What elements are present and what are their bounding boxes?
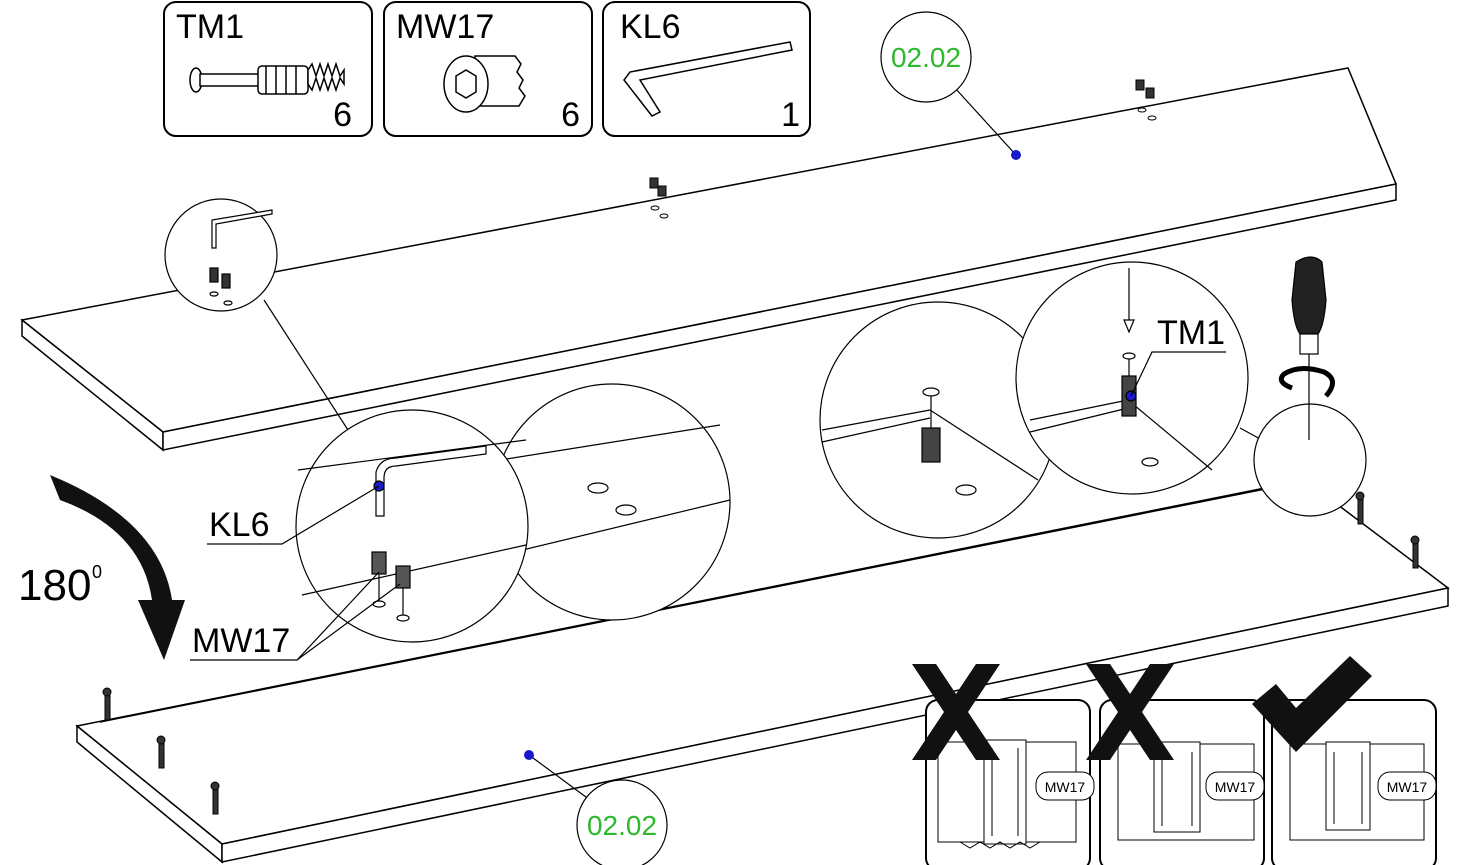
part-qty-tm1: 6 xyxy=(333,96,352,134)
screwdriver-icon xyxy=(1278,256,1335,440)
bottom-panel xyxy=(75,479,1450,864)
cross-icon xyxy=(1086,664,1174,760)
detail-circle-tm1-left xyxy=(819,301,1057,539)
check-label-2: MW17 xyxy=(1215,779,1256,795)
rotation-label: 180 xyxy=(18,561,91,610)
detail-circle-hexkey-top xyxy=(164,198,349,431)
check-panel-1: MW17 xyxy=(912,664,1095,865)
panel-ref-top-label: 02.02 xyxy=(891,42,961,73)
detail-circle-screwdriver xyxy=(1239,403,1367,517)
part-box-tm1: TM1 6 xyxy=(163,1,373,137)
label-tm1-text: TM1 xyxy=(1157,314,1225,352)
part-box-mw17: MW17 6 xyxy=(383,1,593,137)
check-panel-2: MW17 xyxy=(1086,664,1265,865)
part-code-tm1: TM1 xyxy=(176,8,244,46)
label-mw17: MW17 xyxy=(190,571,401,661)
detail-circle-cam-insert xyxy=(493,383,731,621)
ref-marker-bottom xyxy=(524,750,534,760)
part-qty-mw17: 6 xyxy=(561,96,580,134)
threaded-insert-icon xyxy=(443,55,526,113)
label-tm1: TM1 xyxy=(1130,314,1226,397)
panel-ref-bottom-label: 02.02 xyxy=(587,810,657,841)
detail-circle-tm1-right xyxy=(1015,261,1249,495)
rotate-arrow-icon xyxy=(50,475,185,660)
ref-marker-top xyxy=(1011,150,1021,160)
check-label-1: MW17 xyxy=(1045,779,1086,795)
part-code-mw17: MW17 xyxy=(396,8,494,46)
check-label-3: MW17 xyxy=(1387,779,1428,795)
label-kl6-text: KL6 xyxy=(209,506,270,544)
cross-icon xyxy=(912,664,1000,760)
hex-key-icon xyxy=(623,41,793,117)
label-mw17-text: MW17 xyxy=(192,622,290,660)
check-panel-3: MW17 xyxy=(1252,656,1437,865)
label-kl6: KL6 xyxy=(207,485,380,545)
cam-locks-top xyxy=(649,79,1157,219)
detail-circle-kl6 xyxy=(295,409,529,643)
part-code-kl6: KL6 xyxy=(620,8,681,46)
part-qty-kl6: 1 xyxy=(781,96,800,134)
part-box-kl6: KL6 1 xyxy=(602,1,811,137)
panel-ref-bottom: 02.02 xyxy=(524,750,668,865)
top-panel xyxy=(20,67,1398,452)
panel-ref-top: 02.02 xyxy=(880,11,1021,160)
rotation-unit: 0 xyxy=(92,562,102,582)
checkmark-icon xyxy=(1252,656,1372,752)
cam-bolt-icon xyxy=(189,61,345,95)
